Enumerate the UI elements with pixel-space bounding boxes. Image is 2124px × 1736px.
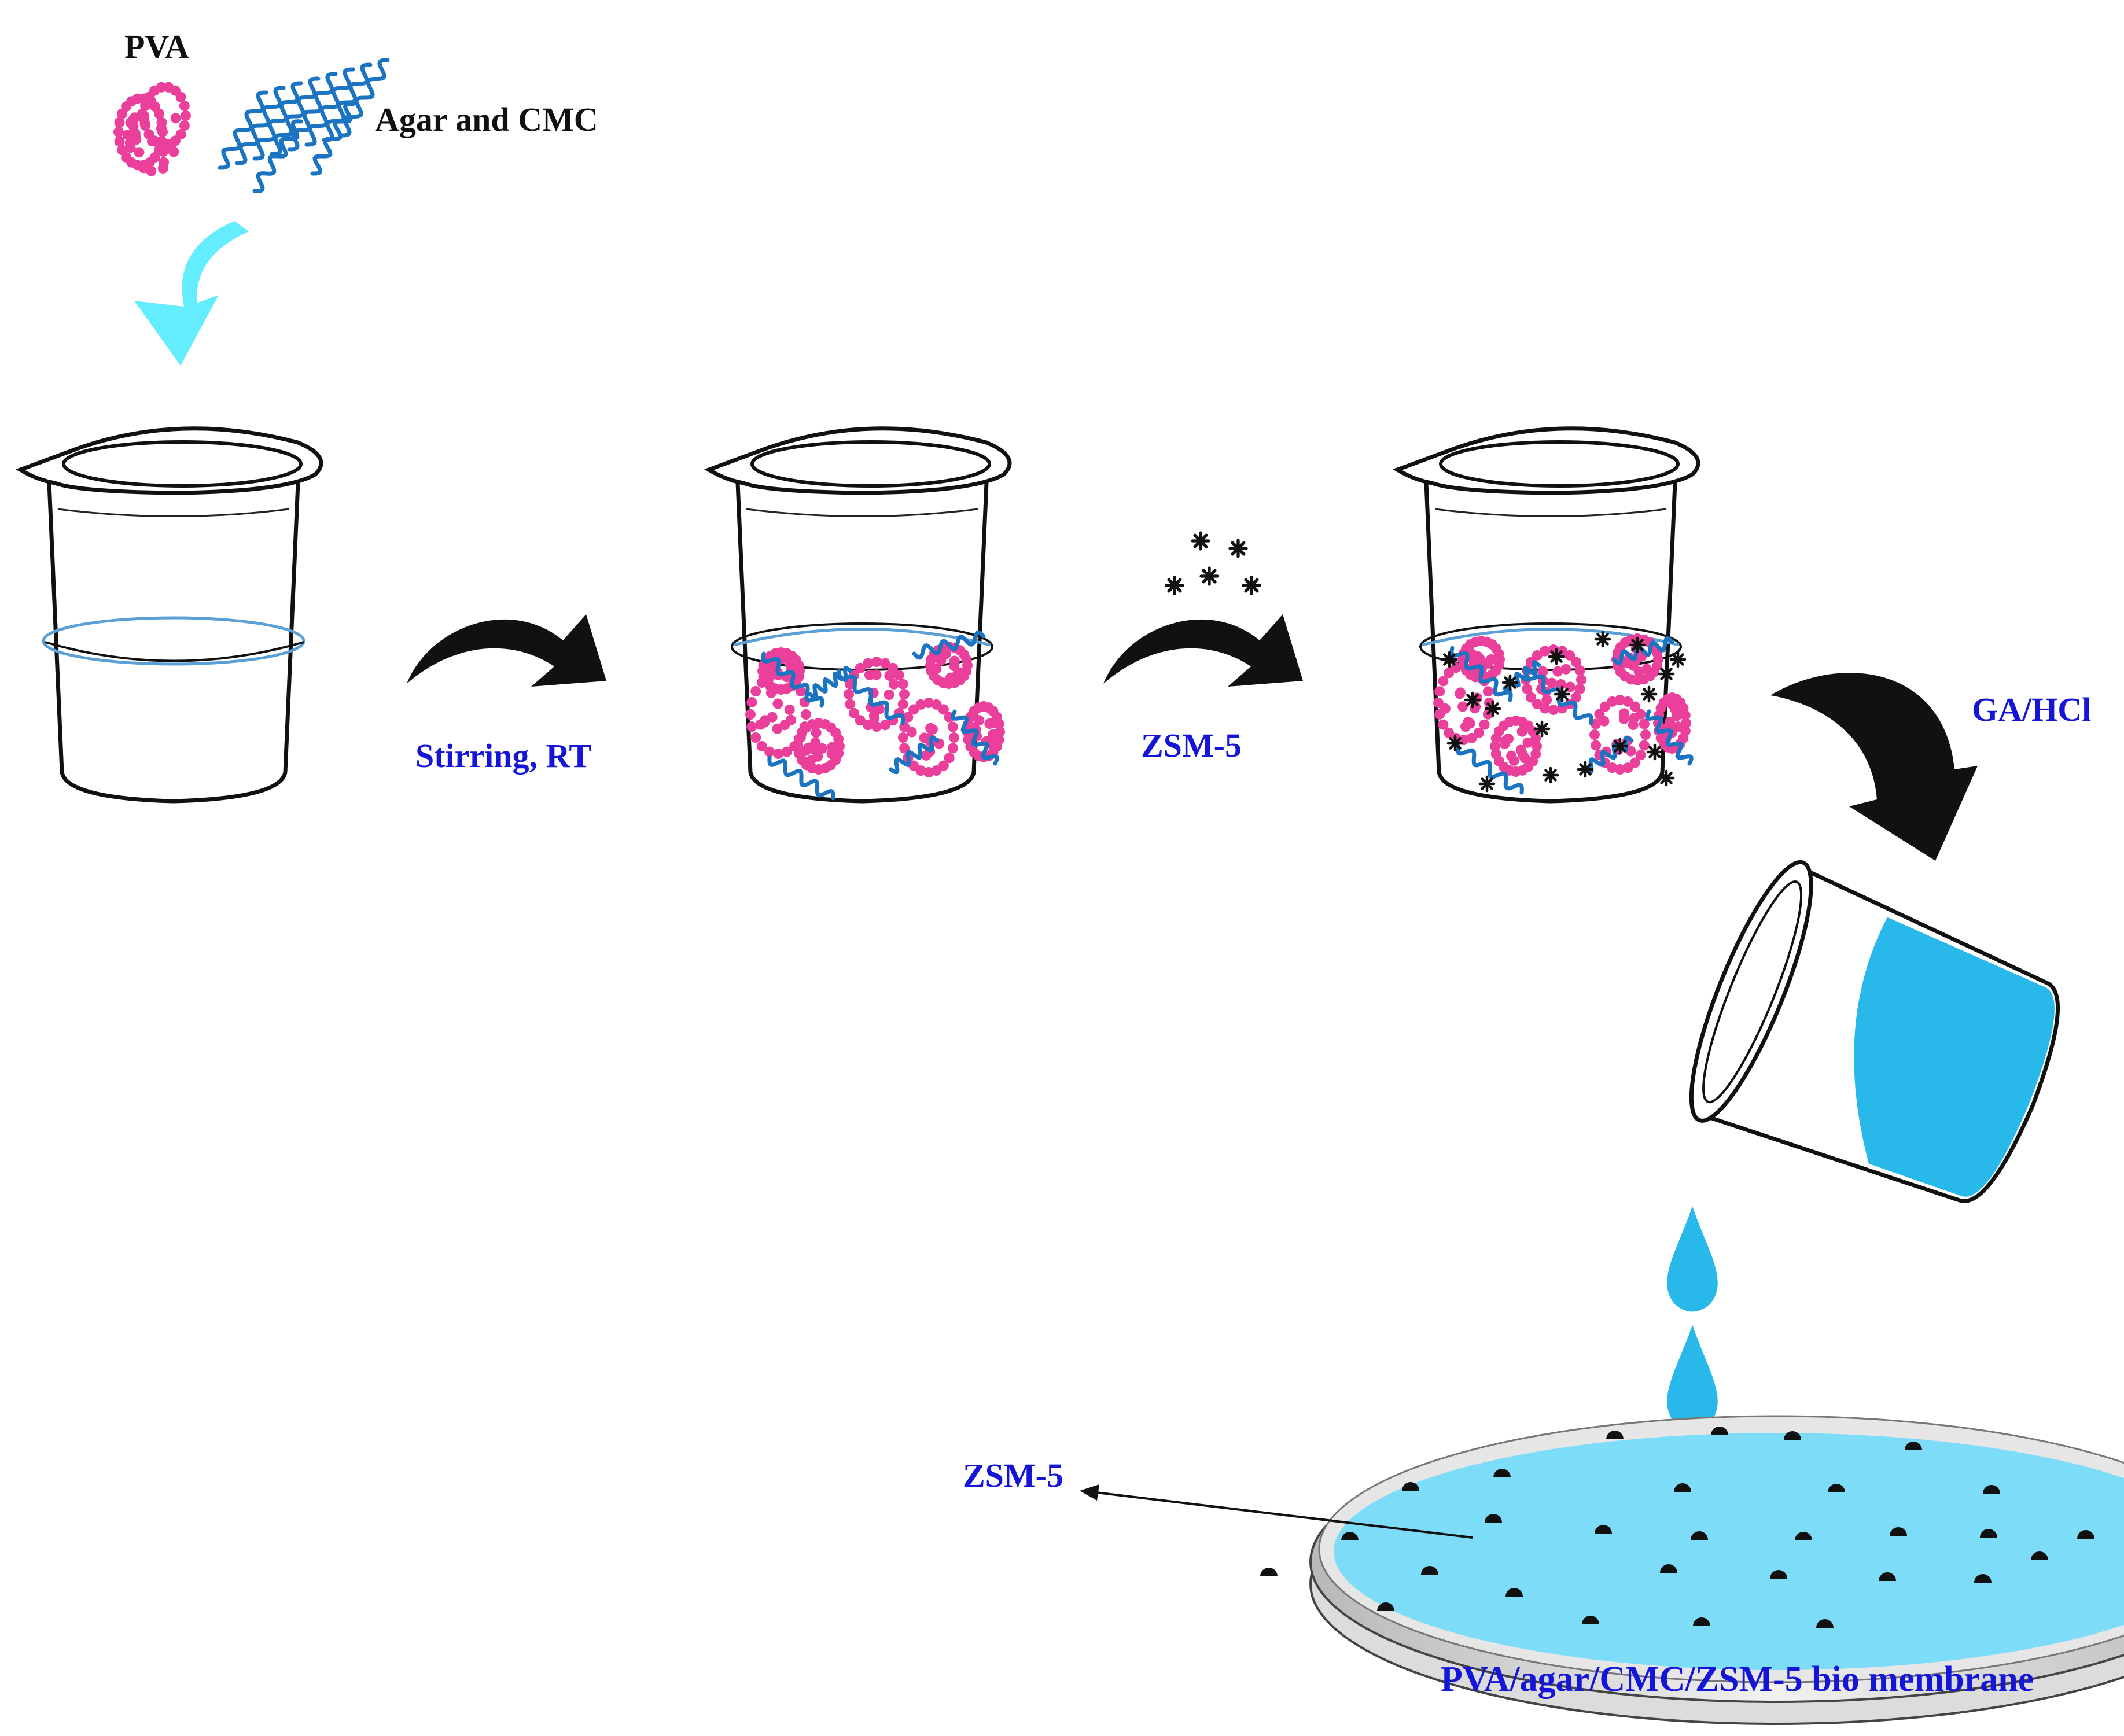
zsm5-dot <box>1693 1617 1710 1626</box>
zsm5-dot <box>1795 1532 1812 1540</box>
zsm5-pointer-arrowhead <box>1080 1484 1099 1501</box>
zsm5-dot <box>1890 1527 1907 1536</box>
zsm5-particles-in-membrane <box>1260 1427 2094 1628</box>
zsm5-dot <box>1879 1572 1896 1581</box>
zsm5-particle <box>1228 539 1248 558</box>
zsm5-dot <box>1595 1525 1612 1534</box>
zsm5-particle <box>1542 766 1559 784</box>
zsm5-particle <box>1669 651 1687 668</box>
zsm5-particle <box>1199 566 1219 586</box>
pva-beads-cluster <box>122 95 181 176</box>
zsm5-particle <box>1658 769 1675 787</box>
solution-drop <box>1667 1206 1718 1312</box>
zsm5-dot <box>1341 1532 1359 1540</box>
zsm5-dot <box>1660 1564 1677 1573</box>
zsm5-addition-arrow <box>1103 614 1303 687</box>
poured-solution <box>1854 917 2055 1197</box>
zsm5-dot <box>1377 1602 1394 1611</box>
zsm5-dot <box>1582 1616 1599 1624</box>
solution-drop <box>1667 1325 1718 1431</box>
zsm5-dot <box>1505 1588 1523 1597</box>
zsm5-dot <box>1770 1570 1787 1579</box>
zsm5-dot <box>1674 1483 1691 1492</box>
agar-cmc-chains <box>218 58 390 193</box>
zsm5-particle <box>1629 636 1646 654</box>
polymer-mixture <box>745 630 1005 801</box>
zsm5-dot <box>2077 1530 2094 1539</box>
zsm5-dot <box>1493 1469 1511 1477</box>
zsm5-particle <box>1646 743 1663 761</box>
zsm5-dot <box>1421 1566 1438 1575</box>
membrane-product-label: PVA/agar/CMC/ZSM-5 bio membrane <box>1441 1660 2034 1699</box>
stirring-step-label: Stirring, RT <box>415 737 592 775</box>
zsm5-particle <box>1464 691 1481 709</box>
stirring-arrow <box>407 614 606 687</box>
zsm5-dot <box>1784 1431 1801 1440</box>
polymer-zsm5-mixture <box>1433 631 1694 795</box>
cyan-addition-arrow <box>134 221 249 366</box>
zsm5-pointer-label: ZSM-5 <box>963 1457 1063 1494</box>
zsm5-dot <box>1485 1514 1502 1523</box>
solvent-surface <box>42 616 305 666</box>
zsm5-particle <box>1478 775 1496 793</box>
zsm5-particle <box>1611 738 1629 755</box>
zsm5-particle <box>1191 531 1210 551</box>
zsm5-particle <box>1640 685 1658 703</box>
zsm5-dot <box>1905 1442 1922 1450</box>
zsm5-dot <box>1980 1529 1997 1538</box>
zsm5-dot <box>1828 1484 1845 1492</box>
zsm5-pointer-line <box>1086 1490 1473 1539</box>
zsm5-particle <box>1446 735 1464 752</box>
zsm5-dot <box>2031 1551 2048 1560</box>
crosslinking-arrow <box>1770 673 1978 861</box>
zsm5-particle <box>1441 651 1458 668</box>
zsm5-particle <box>1554 685 1571 703</box>
beaker-with-zsm5 <box>1392 426 1700 804</box>
pva-beads-cluster <box>113 93 168 171</box>
zsm5-particle <box>1658 665 1675 683</box>
zsm5-particle <box>1533 720 1551 738</box>
beaker-polymer-solution <box>704 426 1012 804</box>
zsm5-particle <box>1484 700 1501 717</box>
zsm5-dot <box>1974 1574 1992 1583</box>
membrane-layer <box>1334 1433 2124 1670</box>
zsm5-dot <box>1691 1531 1708 1540</box>
beaker-solvent <box>15 426 323 804</box>
zsm5-particle <box>1501 674 1519 691</box>
zsm5-particle <box>1242 576 1261 595</box>
zsm5-particle <box>1165 576 1184 595</box>
zsm5-particle <box>1577 761 1594 778</box>
zsm5-dot <box>1606 1431 1624 1439</box>
pva-label: PVA <box>124 28 189 65</box>
zsm5-dot <box>1816 1619 1834 1628</box>
pouring-beaker <box>1689 860 2060 1203</box>
zsm5-dot <box>1983 1485 2000 1494</box>
agar-cmc-label: Agar and CMC <box>375 101 598 138</box>
zsm5-particle <box>1548 648 1565 665</box>
zsm5-dot <box>1260 1568 1278 1576</box>
zsm5-particle <box>1594 631 1611 648</box>
zsm5-dot <box>1711 1427 1728 1435</box>
ga-hcl-label: GA/HCl <box>1972 691 2092 728</box>
zsm5-addition-label: ZSM-5 <box>1141 727 1242 764</box>
zsm5-dot <box>1402 1482 1419 1491</box>
